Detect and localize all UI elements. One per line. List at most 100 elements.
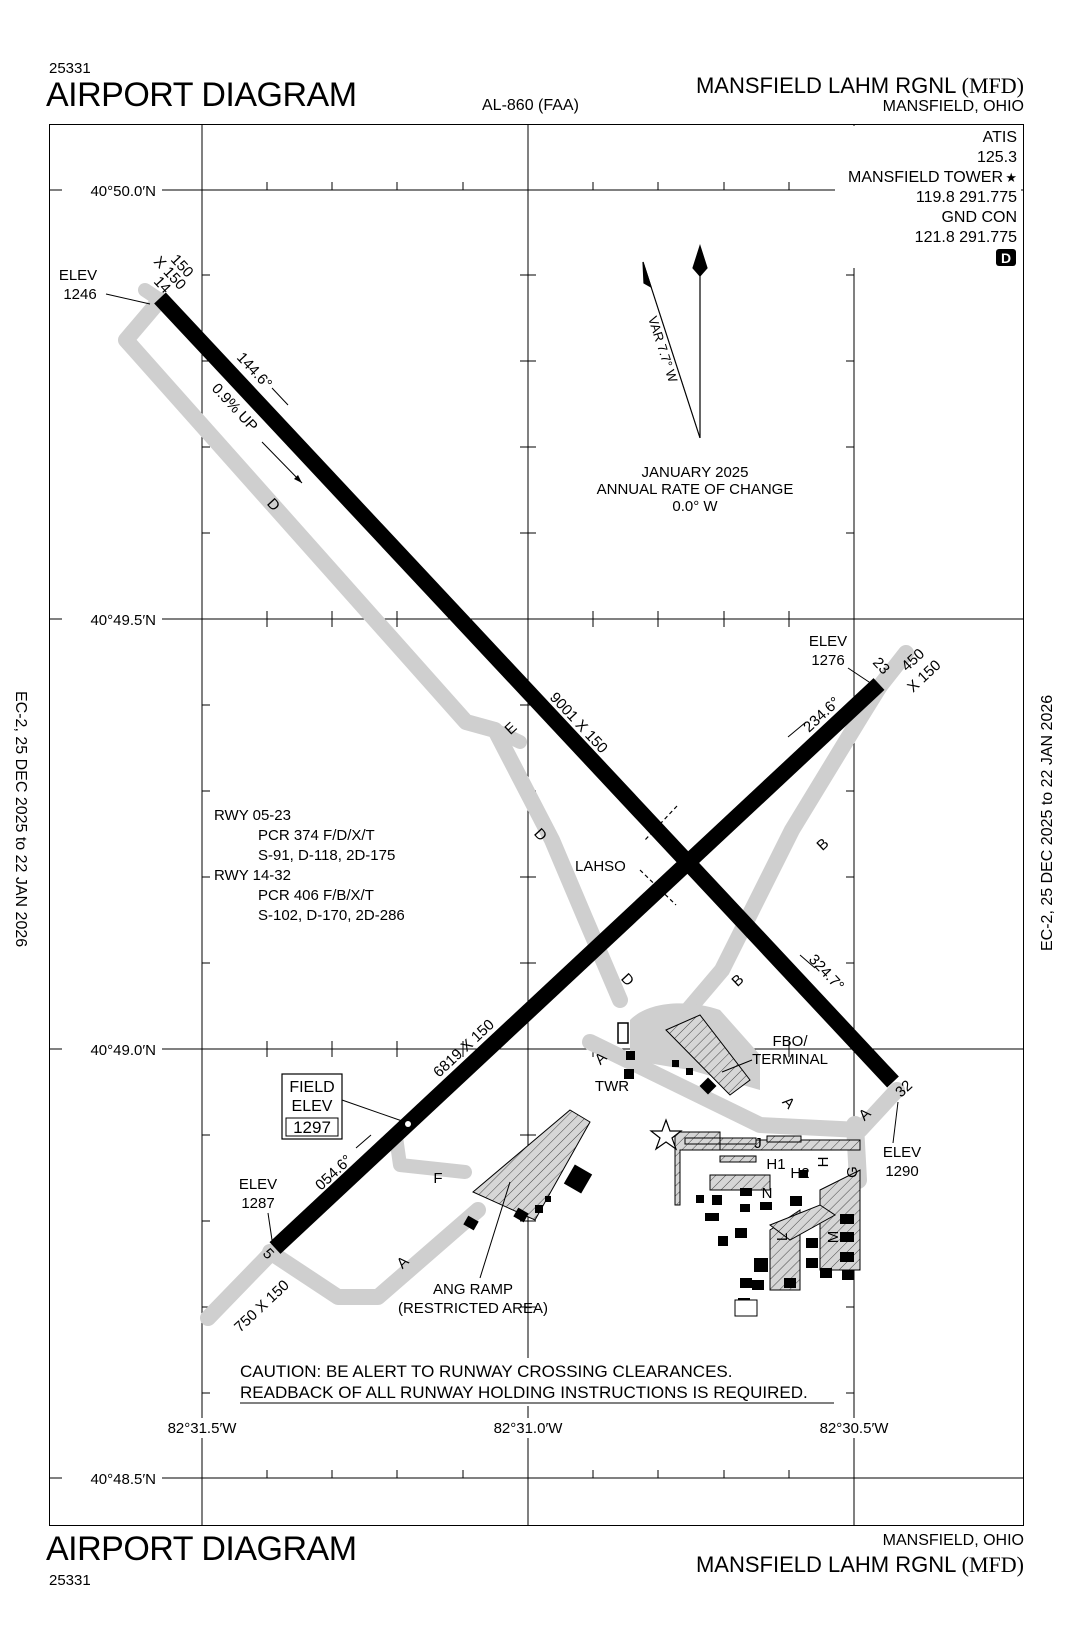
- ang-label-line-2: (RESTRICTED AREA): [398, 1300, 548, 1317]
- hangar-ramp-link: [768, 1204, 836, 1241]
- north-arrows: [642, 244, 708, 439]
- runway-05-23: [269, 678, 885, 1254]
- hangar-ramp-n: [709, 1174, 771, 1191]
- caution-line-2: READBACK OF ALL RUNWAY HOLDING INSTRUCTI…: [240, 1383, 808, 1402]
- footer-chart-title: AIRPORT DIAGRAM: [46, 1530, 357, 1568]
- rwy5-heading-arrow-icon: [355, 1134, 372, 1149]
- taxiway-l-label: L: [774, 1233, 791, 1241]
- rwy14-elev: 1246: [63, 286, 96, 303]
- pcr-rwy2-line2: S-102, D-170, 2D-286: [258, 907, 405, 924]
- buildings: [463, 1022, 854, 1317]
- true-north-arrow-icon: [692, 244, 708, 277]
- rwy23-elev-leader: [847, 667, 873, 685]
- magnetic-north-line: [642, 261, 701, 439]
- taxiway-h2-label: H2: [790, 1165, 809, 1182]
- airport-name: MANSFIELD LAHM RGNL: [695, 73, 956, 98]
- rwy14-elev-label: ELEV: [59, 267, 97, 284]
- atis-frequency: 125.3: [977, 149, 1017, 166]
- rwy32-elev: 1290: [885, 1163, 918, 1180]
- lon-label-31-5: 82°31.5′W: [168, 1420, 238, 1437]
- rwy14-elev-leader: [105, 293, 151, 305]
- rwy23-elev-label: ELEV: [809, 633, 847, 650]
- rwy23-elev: 1276: [811, 652, 844, 669]
- ground-frequency: 121.8 291.775: [915, 229, 1017, 246]
- caution-line-1: CAUTION: BE ALERT TO RUNWAY CROSSING CLE…: [240, 1362, 733, 1381]
- lat-label-50-0: 40°50.0′N: [90, 183, 156, 200]
- fbo-leader: [721, 1059, 753, 1073]
- rwy32-elev-label: ELEV: [883, 1144, 921, 1161]
- annual-rate-block: JANUARY 2025 ANNUAL RATE OF CHANGE 0.0° …: [597, 464, 794, 515]
- taxiway-a-west: [262, 1202, 486, 1305]
- tower-building: [624, 1069, 634, 1079]
- field-elev-box: [281, 1073, 343, 1140]
- lon-labels: 82°31.5′W 82°31.0′W 82°30.5′W: [158, 1418, 898, 1438]
- lat-labels: 40°50.0′N 40°49.5′N 40°49.0′N 40°48.5′N: [62, 180, 162, 1488]
- lat-label-49-5: 40°49.5′N: [90, 612, 156, 629]
- tower-label: MANSFIELD TOWER: [848, 169, 1003, 186]
- taxiway-f-label: F: [433, 1170, 442, 1187]
- taxiway-rwy14-blast: [138, 283, 167, 307]
- taxiway-m-label: M: [825, 1231, 842, 1244]
- ramps: [472, 1014, 861, 1291]
- rate-line-1: JANUARY 2025: [641, 464, 748, 481]
- pcr-rwy2-title: RWY 14-32: [214, 867, 291, 884]
- taxiway-e-stub: [488, 723, 527, 749]
- pcr-rwy1-line2: S-91, D-118, 2D-175: [258, 847, 395, 864]
- twr-label: TWR: [595, 1078, 629, 1095]
- lahso-marks: [639, 805, 678, 906]
- taxiway-f-path: [389, 1130, 472, 1179]
- diagram-frame: [49, 124, 1024, 1526]
- fbo-label-line-2: TERMINAL: [752, 1051, 828, 1068]
- chart-id: AL-860 (FAA): [482, 97, 579, 114]
- taxiway-g-label: G: [844, 1166, 861, 1178]
- taxiway-b-path: [680, 678, 888, 1018]
- taxiway-j-label: J: [754, 1135, 762, 1152]
- caution-block: CAUTION: BE ALERT TO RUNWAY CROSSING CLE…: [240, 1362, 834, 1404]
- lon-label-30-5: 82°30.5′W: [820, 1420, 890, 1437]
- magnetic-north-arrow-icon: [642, 261, 653, 289]
- pcr-rwy2-line1: PCR 406 F/B/X/T: [258, 887, 374, 904]
- pcr-rwy1-line1: PCR 374 F/D/X/T: [258, 827, 375, 844]
- pcr-block: RWY 05-23 PCR 374 F/D/X/T S-91, D-118, 2…: [214, 807, 405, 924]
- taxiway-h1-label: H1: [766, 1156, 785, 1173]
- ang-ramp: [472, 1109, 591, 1221]
- taxiway-a-east: [582, 1034, 905, 1138]
- ang-leader: [479, 1181, 511, 1279]
- lahso-label: LAHSO: [575, 858, 626, 875]
- atis-label: ATIS: [983, 129, 1017, 146]
- field-elev-line-1: FIELD: [289, 1079, 334, 1096]
- runway-14-32: [154, 292, 899, 1088]
- field-elev-leader: [341, 1099, 406, 1123]
- rate-line-2: ANNUAL RATE OF CHANGE: [597, 481, 794, 498]
- fbo-label-line-1: FBO/: [772, 1033, 808, 1050]
- rwy5-elev: 1287: [241, 1195, 274, 1212]
- rwy14-heading-arrow-icon: [271, 387, 289, 406]
- footer-city-state: MANSFIELD, OHIO: [882, 1532, 1024, 1549]
- taxiway-b-label-1: B: [813, 835, 832, 854]
- rwy23-heading-arrow-icon: [787, 721, 807, 738]
- taxiway-a-label-2: A: [779, 1093, 798, 1112]
- d-badge-icon: [996, 249, 1016, 266]
- frequency-box: ATIS 125.3 MANSFIELD TOWER ★ 119.8 291.7…: [848, 129, 1017, 246]
- lat-label-49-0: 40°49.0′N: [90, 1042, 156, 1059]
- taxiway-h-label: H: [815, 1157, 832, 1168]
- d-badge-letter: D: [1001, 250, 1011, 266]
- field-elev-value: 1297: [293, 1118, 331, 1137]
- footer-procedure-number: 25331: [49, 1572, 91, 1589]
- taxiways: [118, 283, 914, 1326]
- ang-label-line-1: ANG RAMP: [433, 1281, 513, 1298]
- tower-frequency: 119.8 291.775: [916, 189, 1017, 206]
- taxiway-rwy5-extension: [200, 1244, 280, 1326]
- footer-airport-title: MANSFIELD LAHM RGNL (MFD): [696, 1552, 1024, 1578]
- chart-title: AIRPORT DIAGRAM: [46, 76, 357, 114]
- lon-label-31-0: 82°31.0′W: [494, 1420, 564, 1437]
- rwy32-heading-arrow-icon: [799, 954, 816, 969]
- pcr-rwy1-title: RWY 05-23: [214, 807, 291, 824]
- city-state: MANSFIELD, OHIO: [882, 98, 1024, 115]
- taxiway-b-label-2: B: [728, 971, 747, 990]
- beacon-star-icon: [649, 1118, 683, 1151]
- footer-airport-ident: (MFD): [961, 1552, 1024, 1577]
- footer-airport-name: MANSFIELD LAHM RGNL: [695, 1552, 956, 1577]
- rwy32-elev-leader: [892, 1101, 899, 1144]
